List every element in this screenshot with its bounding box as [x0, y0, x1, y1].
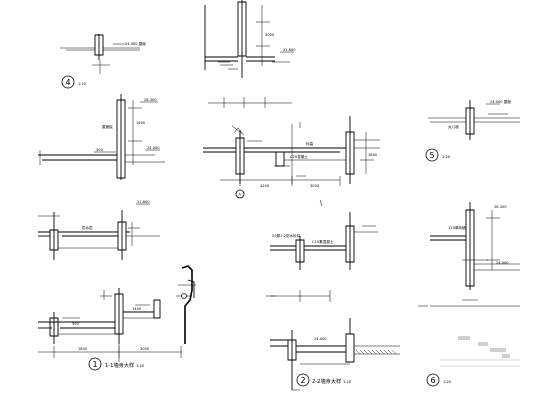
svg-text:24.000: 24.000 [147, 146, 160, 150]
detail-2-lower: 24.000 2 2-2墙身大样 1:20 [270, 318, 400, 390]
detail-2-upper: 20厚1:2防水砂浆 C15素混凝土 [270, 212, 378, 302]
svg-text:20厚1:2防水砂浆: 20厚1:2防水砂浆 [272, 233, 301, 238]
detail-middle-main: 1800 标高 C20混凝土 4200 3000 A [203, 97, 380, 199]
detail-4-number: 4 [66, 78, 71, 87]
svg-text:1800: 1800 [368, 153, 378, 157]
detail-3: 28.300 24.000 120厚砖墙 [430, 202, 520, 306]
detail-2-number: 2 [301, 376, 306, 385]
detail-middle-top: 3000 21.600 [205, 0, 296, 78]
svg-text:女儿墙: 女儿墙 [448, 124, 459, 129]
svg-text:120厚砖墙: 120厚砖墙 [448, 225, 466, 230]
svg-text:300: 300 [96, 148, 104, 152]
detail-1-upper: 28.300 1400 24.000 屋面板 300 [38, 94, 165, 180]
break-lines [266, 200, 428, 306]
svg-text:28.300: 28.300 [494, 205, 507, 209]
svg-text:1:20: 1:20 [136, 364, 145, 368]
detail-4: 24.000 屋面 4 1:20 [60, 34, 146, 89]
svg-text:1400: 1400 [136, 121, 146, 125]
detail-6: 6 1:20 [426, 336, 520, 387]
svg-text:防水层: 防水层 [82, 225, 93, 230]
detail-5: 24.000 屋面 女儿墙 5 1:20 [425, 99, 520, 162]
detail-1-parapet [176, 266, 196, 344]
svg-text:C15素混凝土: C15素混凝土 [312, 239, 334, 244]
detail-4-scale: 1:20 [78, 82, 87, 86]
svg-text:1800: 1800 [78, 347, 88, 351]
svg-text:1400: 1400 [132, 307, 142, 311]
detail-1-number: 1 [93, 360, 98, 369]
svg-text:28.300: 28.300 [144, 98, 157, 102]
svg-text:24.000: 24.000 [314, 337, 327, 341]
detail-1-title: 1-1墙身大样 [105, 361, 134, 369]
svg-text:21.600: 21.600 [283, 48, 296, 52]
detail-6-number: 6 [431, 376, 436, 385]
svg-text:21.600: 21.600 [137, 200, 150, 204]
detail-4-elevation: 24.000 屋面 [125, 41, 146, 46]
svg-text:C20混凝土: C20混凝土 [290, 154, 308, 159]
svg-text:3000: 3000 [140, 347, 150, 351]
svg-text:1:20: 1:20 [343, 380, 352, 384]
detail-2-title: 2-2墙身大样 [312, 377, 341, 385]
svg-text:标高: 标高 [306, 141, 314, 146]
svg-text:3000: 3000 [265, 33, 275, 37]
svg-text:3000: 3000 [310, 184, 320, 188]
svg-text:屋面板: 屋面板 [102, 124, 113, 129]
svg-text:24.000: 24.000 [496, 261, 509, 265]
detail-1-caption: 1 1-1墙身大样 1:20 [88, 357, 145, 371]
detail-5-scale: 1:20 [442, 155, 451, 159]
svg-text:300: 300 [72, 322, 80, 326]
svg-text:A: A [239, 193, 242, 197]
detail-1-lower: 1400 300 1800 3000 [38, 288, 182, 362]
detail-6-scale: 1:20 [443, 380, 452, 384]
svg-text:4200: 4200 [260, 184, 270, 188]
svg-text:24.000 屋面: 24.000 屋面 [490, 99, 511, 104]
detail-5-number: 5 [430, 151, 435, 160]
detail-1-middle: 防水层 21.600 [38, 200, 160, 260]
